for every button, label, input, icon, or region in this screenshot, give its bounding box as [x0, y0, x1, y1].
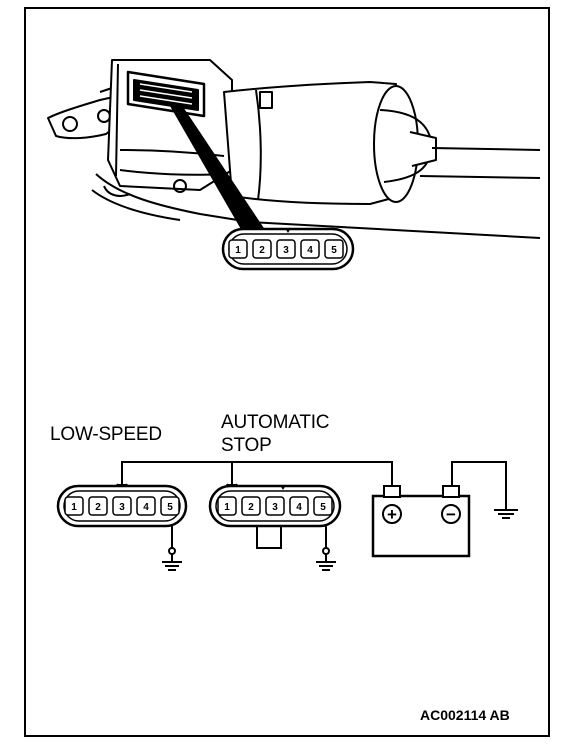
ground-symbol [162, 547, 182, 571]
pin-cell-low-speed [64, 496, 84, 516]
battery-negative-sign: − [446, 505, 456, 524]
pin-number-enlarged: 2 [259, 245, 265, 256]
pin-cell-enlarged [276, 239, 296, 259]
pin-cell-automatic-stop [313, 496, 333, 516]
pin-number-low-speed: 1 [71, 502, 77, 513]
pin-number-automatic-stop: 1 [224, 502, 230, 513]
connector-pins: 1 2 3 4 5 1 2 3 4 5 1 2 3 4 5 [64, 239, 344, 516]
pin-cell-low-speed [112, 496, 132, 516]
battery: + − [371, 485, 471, 558]
pin-number-enlarged: 4 [307, 245, 313, 256]
pin-cell-enlarged [300, 239, 320, 259]
ground-symbol [494, 509, 518, 519]
pin-number-low-speed: 5 [167, 502, 173, 513]
pin-number-enlarged: 3 [283, 245, 289, 256]
pin-cell-enlarged [252, 239, 272, 259]
pin-number-automatic-stop: 3 [272, 502, 278, 513]
pin-cell-automatic-stop [241, 496, 261, 516]
pin-cell-automatic-stop [265, 496, 285, 516]
pin-cell-low-speed [88, 496, 108, 516]
pin-cell-automatic-stop [217, 496, 237, 516]
pin-number-low-speed: 2 [95, 502, 101, 513]
pin-cell-automatic-stop [289, 496, 309, 516]
automatic-stop-label-line2: STOP [221, 435, 272, 456]
pin-number-enlarged: 1 [235, 245, 241, 256]
pin-cell-enlarged [324, 239, 344, 259]
automatic-stop-label-line1: AUTOMATIC [221, 412, 330, 433]
pin-number-enlarged: 5 [331, 245, 337, 256]
pin-number-automatic-stop: 5 [320, 502, 326, 513]
pin-cell-low-speed [160, 496, 180, 516]
pin-cell-low-speed [136, 496, 156, 516]
low-speed-label: LOW-SPEED [50, 424, 162, 445]
pin-number-low-speed: 4 [143, 502, 149, 513]
figure-id: AC002114 AB [420, 707, 510, 723]
pin-number-automatic-stop: 4 [296, 502, 302, 513]
ground-symbol [316, 547, 336, 571]
pin-number-automatic-stop: 2 [248, 502, 254, 513]
battery-positive-sign: + [387, 505, 397, 524]
battery-positive-terminal [382, 504, 402, 524]
wiper-motor-illustration [47, 59, 541, 239]
pin-number-low-speed: 3 [119, 502, 125, 513]
battery-negative-terminal [441, 504, 461, 524]
pin-cell-enlarged [228, 239, 248, 259]
